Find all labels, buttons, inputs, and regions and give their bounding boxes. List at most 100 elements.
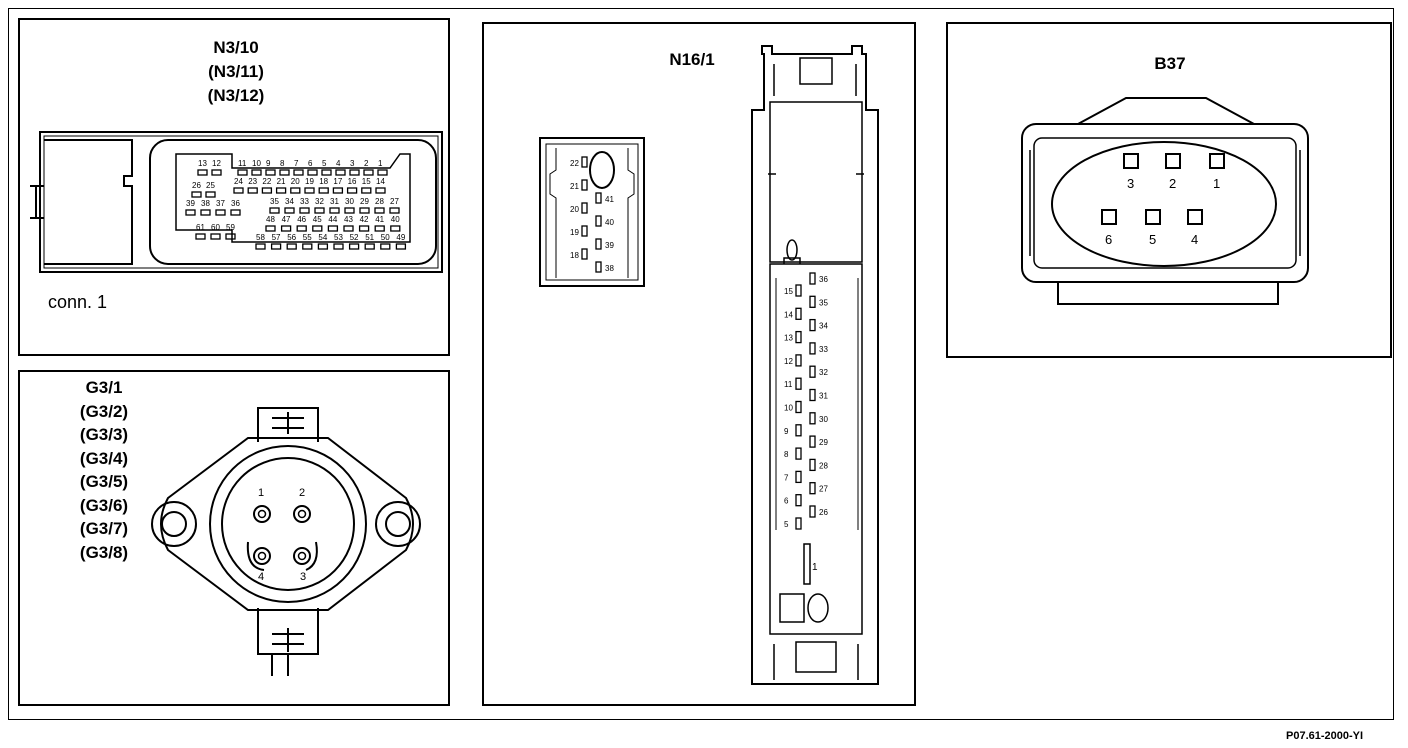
n3-pin-label: 34 — [285, 197, 294, 206]
n3-pin-field — [149, 139, 437, 265]
n3-pin-label: 21 — [277, 177, 286, 186]
n3-pin — [318, 187, 329, 194]
b37-title: B37 — [1154, 54, 1186, 73]
n16-small-pin-label: 22 — [570, 159, 579, 168]
n16-long-pin-label: 5 — [784, 520, 789, 529]
n3-pin — [374, 207, 385, 214]
b37-pin-2 — [1165, 153, 1181, 169]
b37-pin-label: 6 — [1105, 232, 1112, 247]
n3-title: N3/10 (N3/11) (N3/12) — [20, 36, 452, 108]
g3-title-line: G3/1 — [85, 378, 123, 397]
n16-long-pin — [809, 295, 816, 308]
n3-pin — [185, 209, 196, 216]
b37-pin-4 — [1187, 209, 1203, 225]
n16-small-pin-label: 39 — [605, 241, 614, 250]
n3-pin-label: 37 — [216, 199, 225, 208]
n16-long-pin — [809, 505, 816, 518]
n16-small-pin — [581, 156, 588, 168]
n3-pin — [361, 187, 372, 194]
n3-pin — [380, 243, 391, 250]
g3-title-line: (G3/7) — [79, 519, 129, 538]
n3-pin-label: 51 — [365, 233, 374, 242]
n16-long-pin-label: 14 — [784, 310, 793, 319]
n3-pin-label: 42 — [360, 215, 369, 224]
n16-long-pin — [795, 377, 802, 390]
n16-long-pin-label: 12 — [784, 357, 793, 366]
g3-title-line: (G3/3) — [79, 425, 129, 444]
b37-pin-3 — [1123, 153, 1139, 169]
n3-pin — [346, 187, 358, 194]
outer-frame — [8, 8, 1394, 720]
b37-bottom-lip — [1057, 282, 1279, 305]
n16-long-pin-label: 15 — [784, 287, 793, 296]
n16-long-pin-label: 26 — [819, 508, 828, 517]
n16-long-pin-label: 6 — [784, 497, 789, 506]
g3-title-line: (G3/2) — [79, 401, 129, 421]
g3-pin-label-2: 2 — [299, 487, 305, 499]
n3-pin — [215, 209, 226, 216]
n3-pin-label: 18 — [319, 177, 328, 186]
n16-small-pin — [581, 248, 588, 260]
n3-pin-label: 13 — [198, 159, 207, 168]
b37-housing — [1021, 123, 1309, 283]
n3-pin — [390, 225, 401, 232]
g3-body — [209, 445, 367, 603]
n3-pin-label: 24 — [234, 177, 243, 186]
g3-mount-hole — [161, 511, 187, 537]
n16-long-pin — [795, 284, 802, 297]
n3-pin — [333, 243, 344, 250]
n3-pin — [225, 233, 236, 240]
n3-pin — [261, 187, 273, 194]
n3-pin-label: 26 — [192, 181, 201, 190]
n3-pin-label: 9 — [266, 159, 271, 168]
b37-connector-drawing: 3 2 1 6 5 4 — [1021, 97, 1309, 305]
n3-pin-label: 30 — [345, 197, 354, 206]
n3-pin-label: 25 — [206, 181, 215, 190]
n3-pin-label: 46 — [297, 215, 306, 224]
n3-pin-outline — [175, 153, 411, 243]
n3-pin-label: 36 — [231, 199, 240, 208]
n3-pin-label: 10 — [252, 159, 261, 168]
n3-pin — [200, 209, 211, 216]
n16-pin-label-1: 1 — [812, 562, 818, 573]
n16-small-pin — [595, 261, 602, 273]
n3-pin — [230, 209, 241, 216]
g3-pin-4 — [253, 547, 271, 565]
n3-pin — [247, 187, 258, 194]
g3-pin-2 — [293, 505, 311, 523]
n16-long-pin-label: 30 — [819, 415, 828, 424]
n3-pin-label: 3 — [350, 159, 355, 168]
n16-long-pin — [809, 412, 816, 425]
n3-pin-label: 19 — [305, 177, 314, 186]
g3-flange — [160, 437, 414, 611]
n3-pin — [251, 169, 262, 176]
n3-pin-label: 7 — [294, 159, 299, 168]
b37-pin-6 — [1101, 209, 1117, 225]
g3-title-line: (G3/5) — [79, 472, 129, 491]
n3-pin — [377, 169, 388, 176]
g3-mount-hole — [375, 501, 421, 547]
n3-pin-label: 11 — [238, 159, 247, 168]
n3-pin — [307, 169, 318, 176]
n3-pin-label: 45 — [313, 215, 322, 224]
n3-pin-label: 6 — [308, 159, 313, 168]
n16-long-pin-label: 8 — [784, 450, 789, 459]
g3-title-line: (G3/6) — [79, 495, 129, 515]
n16-long-pin — [809, 458, 816, 472]
n3-pin — [211, 169, 222, 176]
n3-pin — [290, 187, 301, 194]
n3-pin-label: 4 — [336, 159, 341, 168]
n3-pin-label: 43 — [344, 215, 353, 224]
panel-g3-connector: G3/1 (G3/2) (G3/3) (G3/4) (G3/5) (G3/6) … — [18, 370, 450, 706]
n16-small-key — [589, 151, 615, 189]
n3-pin-label: 32 — [315, 197, 324, 206]
n16-long-pin-label: 29 — [819, 438, 828, 447]
n16-long-pin — [795, 400, 802, 414]
n3-pin-label: 35 — [270, 197, 279, 206]
n16-long-pin — [809, 365, 816, 378]
n3-pin — [302, 243, 313, 250]
n3-pin-label: 57 — [272, 233, 281, 242]
n3-pin — [375, 187, 386, 194]
